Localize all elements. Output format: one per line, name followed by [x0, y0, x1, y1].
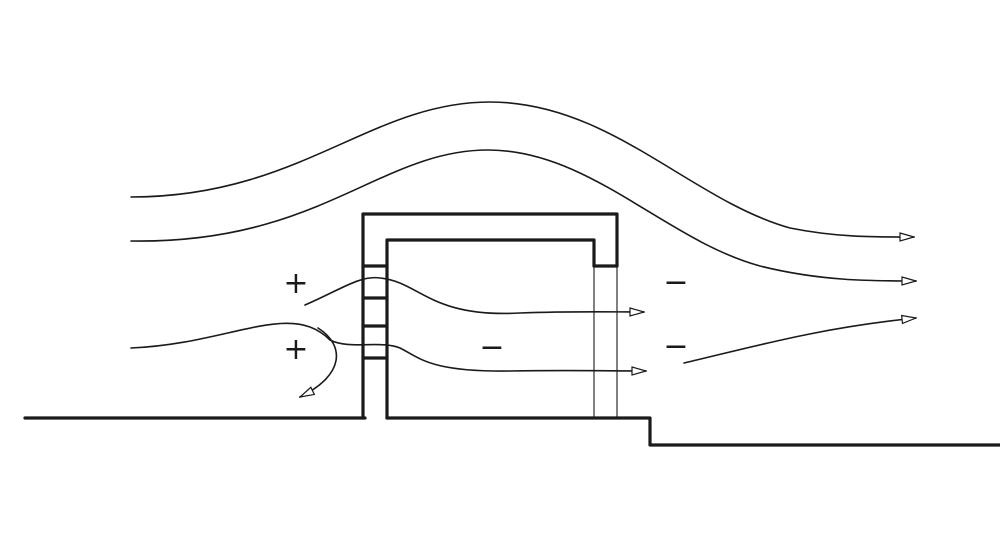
negative-pressure-sign: − [479, 330, 504, 365]
building-section [361, 212, 619, 420]
negative-pressure-sign: − [663, 329, 688, 364]
streamline-through-upper-window [304, 276, 644, 314]
streamline-second [130, 149, 916, 281]
window-openings [361, 264, 389, 360]
ground-line [23, 416, 1000, 447]
negative-pressure-sign: − [663, 265, 688, 300]
roof-inner [385, 238, 596, 420]
right-wall-opening [593, 265, 618, 419]
streamline-deflected-down [300, 327, 338, 397]
streamline-leeward [683, 318, 916, 364]
positive-pressure-sign: + [283, 266, 308, 301]
streamline-upper [130, 101, 914, 237]
airflow-streamlines [130, 101, 916, 397]
pressure-signs: + + − − − [283, 265, 688, 367]
roof-outer [361, 212, 619, 420]
positive-pressure-sign: + [283, 332, 308, 367]
streamline-through-lower-window [130, 322, 646, 371]
